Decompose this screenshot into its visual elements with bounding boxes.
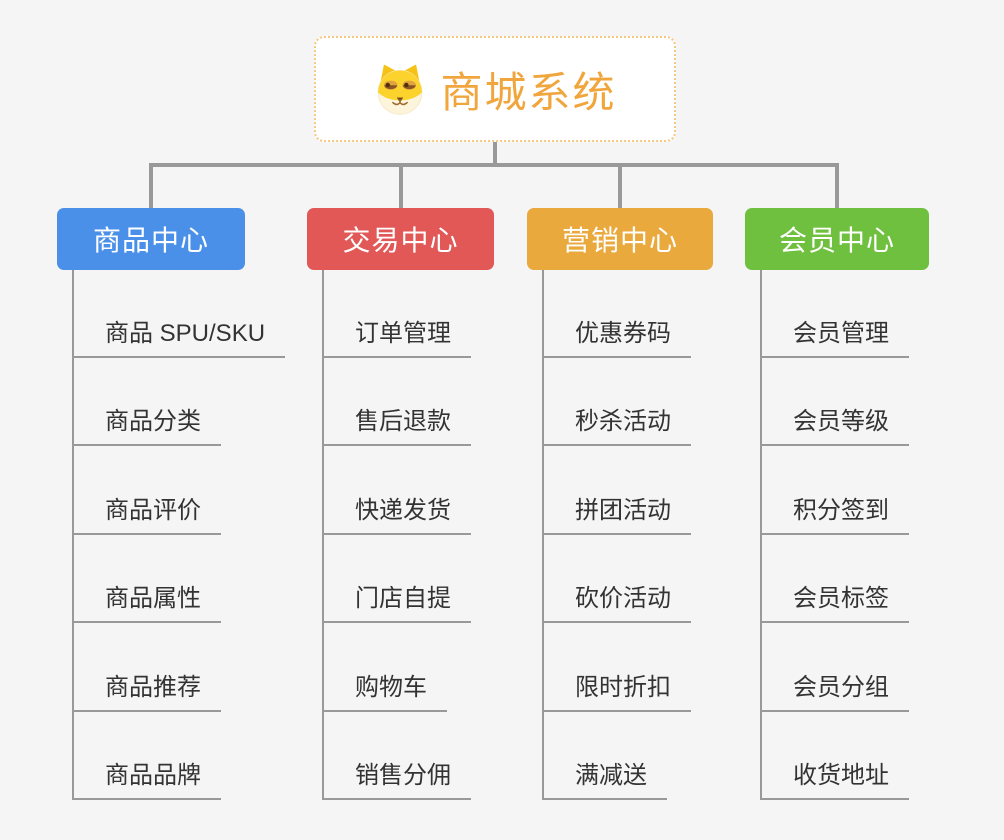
connector-horizontal-rail	[149, 163, 839, 167]
leaf-node[interactable]: 会员管理	[760, 320, 909, 358]
connector-branch-vline	[542, 270, 544, 800]
branch-column: 商品中心商品 SPU/SKU 商品分类商品评价商品属性商品推荐商品品牌	[57, 208, 286, 808]
branch-node[interactable]: 商品中心	[57, 208, 245, 270]
branch-column: 交易中心订单管理售后退款快递发货门店自提购物车销售分佣	[307, 208, 494, 808]
leaf-node[interactable]: 商品品牌	[72, 762, 221, 800]
leaf-node[interactable]: 收货地址	[760, 762, 909, 800]
connector-drop	[835, 163, 839, 209]
leaf-node[interactable]: 商品推荐	[72, 674, 221, 712]
doge-face-icon	[373, 62, 427, 116]
leaf-node[interactable]: 销售分佣	[322, 762, 471, 800]
leaf-node[interactable]: 商品 SPU/SKU	[72, 320, 286, 358]
root-node[interactable]: 商城系统	[314, 36, 676, 142]
connector-drop	[618, 163, 622, 209]
leaf-node[interactable]: 商品评价	[72, 497, 221, 535]
branch-node[interactable]: 营销中心	[527, 208, 713, 270]
branch-node[interactable]: 会员中心	[745, 208, 929, 270]
leaf-node[interactable]: 快递发货	[322, 497, 471, 535]
connector-branch-vline	[322, 270, 324, 800]
leaf-node[interactable]: 积分签到	[760, 497, 909, 535]
connector-branch-vline	[760, 270, 762, 800]
leaf-node[interactable]: 门店自提	[322, 585, 471, 623]
leaf-node[interactable]: 商品分类	[72, 408, 221, 446]
branch-node[interactable]: 交易中心	[307, 208, 494, 270]
connector-drop	[149, 163, 153, 209]
leaf-node[interactable]: 售后退款	[322, 408, 471, 446]
leaf-node[interactable]: 秒杀活动	[542, 408, 691, 446]
leaf-node[interactable]: 优惠券码	[542, 320, 691, 358]
branch-column: 营销中心优惠券码秒杀活动拼团活动砍价活动限时折扣满减送	[527, 208, 713, 808]
leaf-node[interactable]: 商品属性	[72, 585, 221, 623]
leaf-node[interactable]: 订单管理	[322, 320, 471, 358]
connector-root-stub	[493, 140, 497, 167]
leaf-node[interactable]: 砍价活动	[542, 585, 691, 623]
connector-drop	[399, 163, 403, 209]
leaf-node[interactable]: 限时折扣	[542, 674, 691, 712]
leaf-node[interactable]: 满减送	[542, 762, 667, 800]
root-title: 商城系统	[440, 68, 617, 116]
leaf-node[interactable]: 购物车	[322, 674, 447, 712]
leaf-node[interactable]: 会员分组	[760, 674, 909, 712]
leaf-node[interactable]: 会员标签	[760, 585, 909, 623]
leaf-node[interactable]: 拼团活动	[542, 497, 691, 535]
leaf-node[interactable]: 会员等级	[760, 408, 909, 446]
branch-column: 会员中心会员管理会员等级积分签到会员标签会员分组收货地址	[745, 208, 929, 808]
connector-branch-vline	[72, 270, 74, 800]
